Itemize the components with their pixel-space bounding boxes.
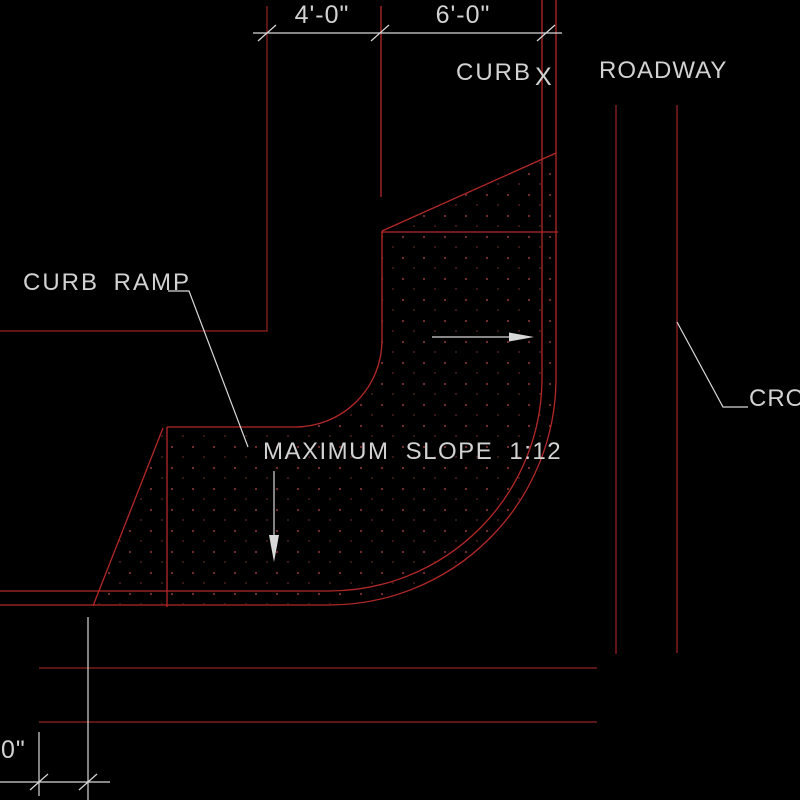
curb-and-ramp-lines [0, 0, 558, 607]
dimension-tick [78, 773, 98, 791]
ramp-surface-hatch [93, 153, 556, 604]
crosswalk-lines [39, 105, 678, 723]
curb-ramp-label: CURB RAMP [23, 269, 192, 296]
dimension-tick [536, 24, 556, 42]
arrow-heads [269, 332, 534, 562]
right-flare-edge [381, 152, 557, 232]
max-slope-label: MAXIMUM SLOPE 1:12 [263, 438, 563, 465]
dimension-tick [29, 773, 49, 791]
curb-ramp-leader-line [168, 290, 249, 448]
curb-outer-line [0, 0, 557, 606]
dimension-label-bottom-clipped: 0" [1, 736, 26, 764]
annotation-lines [0, 24, 748, 800]
curb-line-marker: X [535, 63, 554, 91]
left-flare-diagonal [92, 427, 164, 607]
down-arrow-icon [269, 535, 279, 562]
sidewalk-corner-lines [0, 6, 268, 332]
dimension-tick [257, 24, 277, 42]
dimension-label-flare-width: 6'-0" [435, 1, 491, 29]
curb-inner-line [0, 0, 543, 592]
dimension-label-ramp-width: 4'-0" [294, 1, 350, 29]
crosswalk-label-clipped: CRO [749, 385, 800, 412]
crosswalk-leader-line [676, 321, 748, 408]
dimension-tick [370, 24, 390, 42]
ramp-back-edge [167, 232, 383, 428]
curb-label: CURB [456, 59, 533, 86]
roadway-label: ROADWAY [599, 57, 728, 84]
right-arrow-icon [509, 332, 534, 342]
